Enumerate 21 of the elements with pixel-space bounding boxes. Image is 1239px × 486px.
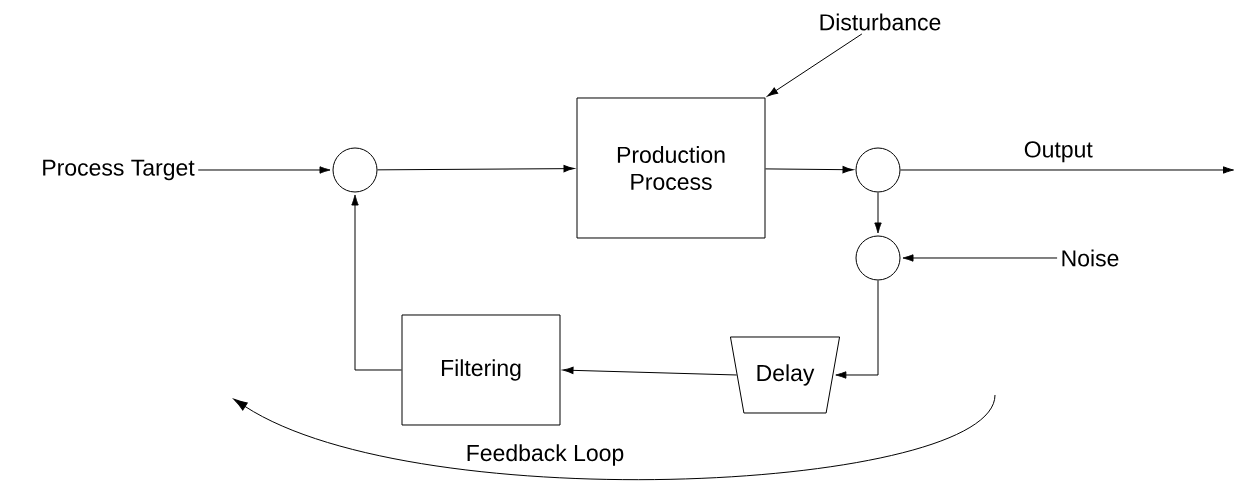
summing-junction	[855, 147, 901, 193]
input-label: Disturbance	[820, 13, 941, 31]
summing-junction	[855, 235, 901, 281]
arrow	[835, 280, 879, 379]
arrow	[562, 366, 738, 376]
arrow	[874, 192, 882, 234]
process-box: Production Process	[576, 97, 766, 239]
loop-label: Feedback Loop	[467, 444, 624, 466]
arrow	[902, 254, 1058, 262]
arrow	[900, 166, 1234, 174]
input-label: Noise	[1062, 249, 1119, 267]
summing-junction	[332, 147, 378, 193]
input-label: Process Target	[43, 159, 195, 181]
arrow	[351, 194, 402, 371]
delay-block: Delay	[729, 336, 841, 414]
arrow	[377, 164, 575, 173]
process-box: Filtering	[401, 314, 561, 426]
arrow	[197, 166, 331, 174]
arrow	[767, 33, 863, 97]
edge-label: Output	[1024, 141, 1093, 163]
arrow	[765, 165, 854, 174]
